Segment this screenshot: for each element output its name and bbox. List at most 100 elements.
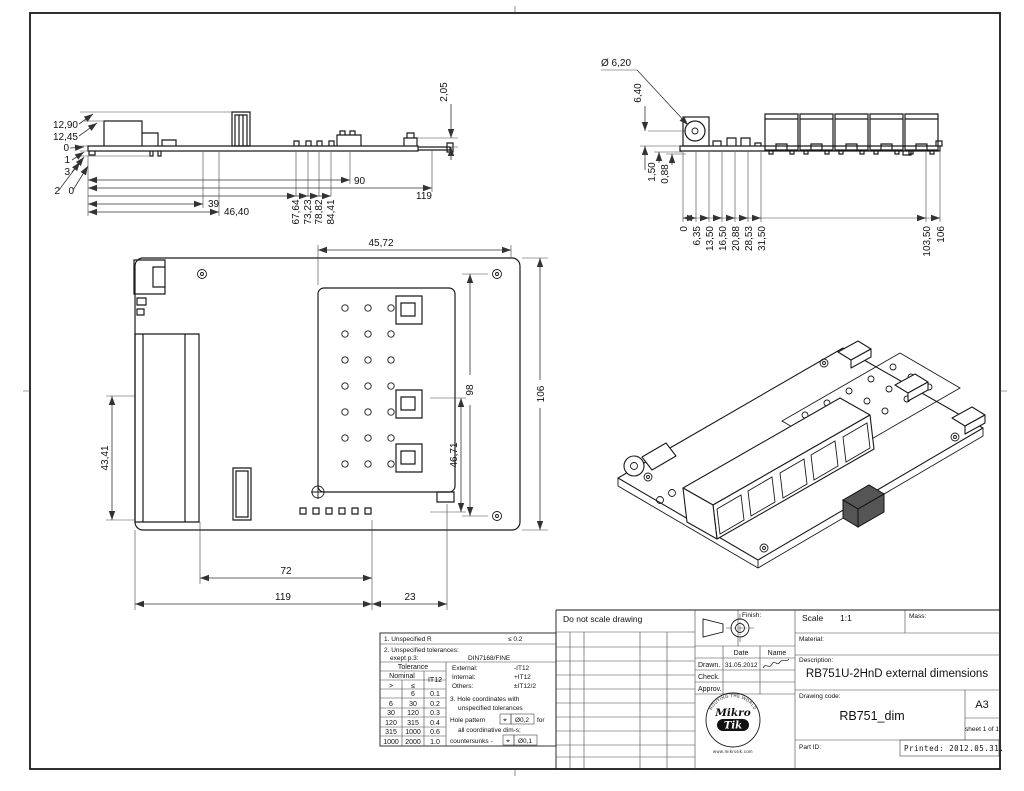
title-block: Do not scale drawing Finish: Scale 1:1 M…: [555, 609, 1004, 769]
dim-label: 46,40: [224, 207, 249, 218]
power-jack-plan: [133, 259, 166, 316]
dim-label: 67,64: [291, 199, 302, 224]
material-label: Material:: [799, 636, 824, 643]
dim-label: 16,50: [718, 226, 729, 251]
col-header: ≤: [411, 683, 415, 690]
tolerance-table: 1. Unspecified R ≤ 0.2 2. Unspecified to…: [379, 632, 557, 747]
dim-label: 103,50: [922, 226, 933, 257]
description-label: Description:: [799, 657, 834, 664]
tolerance-note: exept p.3:: [390, 655, 419, 662]
extension-lines: [106, 245, 548, 610]
dim-label: 3: [64, 167, 70, 178]
tolerance-note: 3. Hole coordinates with: [450, 696, 520, 703]
table-cell: 6: [411, 691, 415, 698]
pcb-side-outline: [87, 120, 454, 157]
table-cell: 0.4: [430, 720, 440, 727]
plan-dimension-lines: [108, 246, 544, 608]
dim-label: 39: [208, 199, 220, 210]
position-tolerance-icon: ⌖: [503, 716, 507, 724]
dim-label: 46,71: [449, 442, 460, 467]
scale-label: Scale: [802, 613, 824, 623]
pcb-front-outline: [679, 137, 943, 156]
table-cell: 1000: [405, 729, 421, 736]
tolerance-value: Ø0,1: [518, 738, 532, 745]
table-cell: 0.6: [430, 729, 440, 736]
dim-label: 119: [275, 592, 291, 603]
mikrotik-logo: ROUTING THE WORLD Mikro Tik www.mikrotik…: [705, 692, 761, 754]
tolerance-value: Ø0,2: [515, 717, 529, 724]
revision-grid: [556, 632, 695, 769]
dim-label: 2: [54, 186, 60, 197]
dim-label: 28,53: [744, 226, 755, 251]
side-profile-view: 12,90 12,45 0 1 3 2 0 39 46,40 67,64 73,…: [53, 82, 458, 225]
extension-lines: [80, 111, 458, 216]
table-cell: 30: [409, 701, 417, 708]
dim-label: 43,41: [100, 445, 111, 470]
dim-label: 12,45: [53, 132, 78, 143]
dim-label: 1: [64, 155, 70, 166]
drawing-code: RB751_dim: [839, 709, 904, 723]
check-label: Check.: [698, 674, 720, 681]
drawing-title: RB751U-2HnD external dimensions: [806, 668, 988, 680]
signature-scribble: [762, 658, 790, 669]
tolerance-label: Internal:: [452, 674, 476, 681]
drawn-date: 31.05.2012: [725, 662, 758, 669]
tolerance-label: External:: [452, 665, 478, 672]
approv-label: Approv.: [698, 686, 722, 693]
dim-label: 78,82: [314, 199, 325, 224]
tolerance-note: all coordinative dim-s;: [458, 727, 521, 734]
col-header: Nominal: [389, 673, 415, 680]
table-cell: 1.0: [430, 739, 440, 746]
dim-label: 0: [68, 186, 74, 197]
paper-size: A3: [975, 699, 988, 711]
scale-value: 1:1: [840, 613, 852, 623]
header-area-outline: [317, 287, 456, 493]
tolerance-note-value: ≤ 0.2: [508, 636, 523, 643]
iso-board-thickness: [617, 428, 984, 569]
tolerance-table-title: Tolerance: [398, 664, 428, 671]
tolerance-note: for: [537, 717, 545, 724]
dim-label: 2,05: [439, 82, 450, 102]
table-cell: 2000: [405, 739, 421, 746]
dim-label: 0: [63, 143, 69, 154]
col-header: IT12: [428, 677, 442, 684]
table-cell: 120: [407, 710, 419, 717]
iso-mounting-holes: [643, 358, 960, 553]
dim-label: 0: [679, 226, 690, 232]
tolerance-value: +IT12: [514, 674, 531, 681]
do-not-scale-label: Do not scale drawing: [563, 614, 643, 624]
finish-label: Finish:: [742, 612, 761, 619]
iso-ethernet-block: [682, 397, 875, 540]
table-cell: 0.3: [430, 710, 440, 717]
sheet-label: sheet 1 of 1: [965, 726, 999, 733]
logo-text-tik: Tik: [724, 721, 742, 732]
col-header: >: [389, 683, 393, 690]
drawing-code-label: Drawing code:: [799, 693, 841, 700]
top-plan-view: 45,72 98 106 43,41 46,71 72 119 23: [100, 238, 548, 610]
mounting-holes: [197, 269, 502, 521]
table-cell: 120: [385, 720, 397, 727]
drawing-frame: [23, 6, 1007, 776]
tolerance-note: Hole pattern: [450, 717, 486, 724]
isometric-view: [617, 340, 986, 569]
diameter-callout: Ø 6,20: [601, 58, 631, 69]
table-cell: 0.2: [430, 701, 440, 708]
table-cell: 0.1: [430, 691, 440, 698]
tolerance-note: countersunks -: [450, 738, 493, 745]
extension-lines: [601, 69, 941, 222]
iso-connectors: [837, 340, 986, 435]
ethernet-block-plan: [134, 333, 200, 523]
iso-power-jack: [623, 442, 677, 477]
part-id-label: Part ID:: [799, 744, 821, 751]
dim-label: 6,35: [692, 226, 703, 246]
tolerance-label: Others:: [452, 683, 474, 690]
board-connectors: [299, 295, 455, 515]
table-cell: 30: [387, 710, 395, 717]
front-profile-view: Ø 6,20 6,40 1,50 0,88 0 6,35 13,50 16,50…: [601, 58, 947, 257]
dim-label: 12,90: [53, 120, 78, 131]
dim-label: 98: [465, 384, 476, 396]
tolerance-note: unspecified tolerances: [458, 705, 523, 712]
pcb-outline: [134, 257, 521, 531]
